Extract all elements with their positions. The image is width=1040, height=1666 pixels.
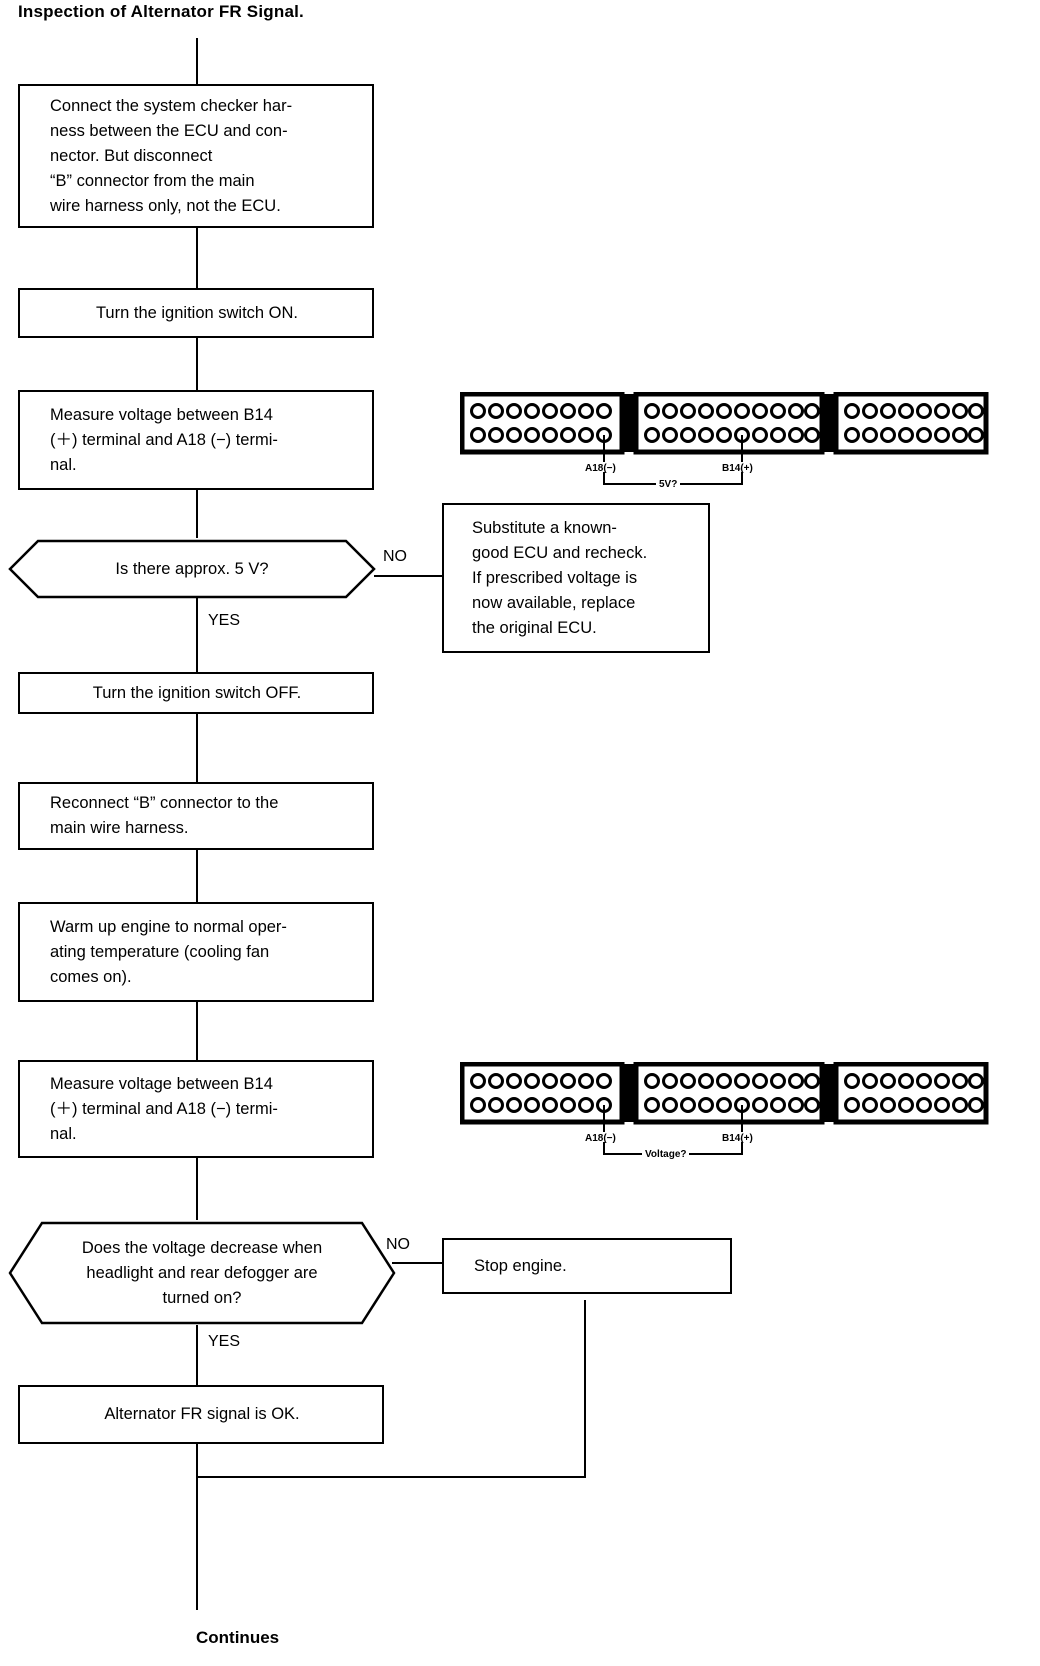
- step-connect-harness-text: Connect the system checker har- ness bet…: [50, 96, 293, 215]
- connector-diagram-2: A18(−) B14(+) Voltage?: [460, 1062, 1020, 1164]
- flow-line-decision1-no: [374, 575, 442, 577]
- connector-2-measurement-label: Voltage?: [642, 1146, 690, 1164]
- flow-line-decision2-to-ok: [196, 1325, 198, 1385]
- step-connect-harness: Connect the system checker har- ness bet…: [18, 84, 374, 228]
- flow-line-step4-to-step5: [196, 714, 198, 782]
- step-ignition-off: Turn the ignition switch OFF.: [18, 672, 374, 714]
- decision-approx-5v: Is there approx. 5 V?: [8, 538, 376, 600]
- continues-label: Continues: [196, 1628, 280, 1647]
- connector-1-label-positive: B14(+): [722, 463, 753, 474]
- flow-line-decision1-to-step4: [196, 598, 198, 672]
- step-ignition-off-text: Turn the ignition switch OFF.: [92, 683, 302, 702]
- branch-label-no-2: NO: [386, 1236, 410, 1253]
- decision-approx-5v-text: Is there approx. 5 V?: [115, 559, 269, 578]
- connector-diagram-1: A18(−) B14(+) 5V?: [460, 392, 1020, 494]
- page-title: Inspection of Alternator FR Signal.: [18, 2, 304, 21]
- decision-approx-5v-shape: [8, 539, 376, 599]
- flow-line-step3-to-decision1: [196, 490, 198, 538]
- decision-voltage-decrease: Does the voltage decrease when headlight…: [8, 1220, 396, 1326]
- flow-line-title-to-step1: [196, 38, 198, 84]
- step-fr-signal-ok: Alternator FR signal is OK.: [18, 1385, 384, 1444]
- branch-label-yes-2: YES: [208, 1333, 241, 1350]
- branch-label-no-1: NO: [383, 548, 407, 565]
- step-measure-voltage-1: Measure voltage between B14 (＋) terminal…: [18, 390, 374, 490]
- step-stop-engine-text: Stop engine.: [474, 1256, 567, 1275]
- connector-2-label-positive: B14(+): [722, 1133, 753, 1144]
- flow-line-stopengine-to-bus: [584, 1300, 586, 1478]
- flow-line-step1-to-step2: [196, 228, 198, 288]
- flow-line-decision2-no: [392, 1262, 442, 1264]
- step-measure-voltage-2: Measure voltage between B14 (＋) terminal…: [18, 1060, 374, 1158]
- branch-label-yes-1: YES: [208, 612, 241, 629]
- step-ignition-on: Turn the ignition switch ON.: [18, 288, 374, 338]
- step-stop-engine: Stop engine.: [442, 1238, 732, 1294]
- step-measure-voltage-1-text: Measure voltage between B14 (＋) terminal…: [50, 405, 278, 474]
- step-fr-signal-ok-text: Alternator FR signal is OK.: [104, 1405, 300, 1423]
- flow-line-ok-to-bus: [196, 1444, 198, 1478]
- step-ignition-on-text: Turn the ignition switch ON.: [95, 303, 299, 322]
- flow-line-bus-to-continues: [196, 1476, 198, 1610]
- flow-line-bottom-bus: [196, 1476, 586, 1478]
- connector-diagram-1-graphic: [460, 392, 989, 485]
- step-warm-up-engine: Warm up engine to normal oper- ating tem…: [18, 902, 374, 1002]
- flow-line-step7-to-decision2: [196, 1158, 198, 1220]
- decision-voltage-decrease-text: Does the voltage decrease when headlight…: [81, 1238, 323, 1307]
- step-substitute-ecu-text: Substitute a known- good ECU and recheck…: [472, 518, 648, 637]
- connector-1-measurement-label: 5V?: [656, 476, 681, 494]
- connector-1-label-negative: A18(−): [585, 463, 616, 474]
- flow-line-step2-to-step3: [196, 338, 198, 390]
- step-reconnect-b-text: Reconnect “B” connector to the main wire…: [50, 794, 279, 837]
- step-substitute-ecu: Substitute a known- good ECU and recheck…: [442, 503, 710, 653]
- step-reconnect-b: Reconnect “B” connector to the main wire…: [18, 782, 374, 850]
- connector-diagram-2-graphic: [460, 1062, 989, 1155]
- connector-2-label-negative: A18(−): [585, 1133, 616, 1144]
- decision-voltage-decrease-shape: [8, 1221, 396, 1325]
- step-measure-voltage-2-text: Measure voltage between B14 (＋) terminal…: [50, 1074, 278, 1143]
- flow-line-step6-to-step7: [196, 1002, 198, 1060]
- flow-line-step5-to-step6: [196, 850, 198, 902]
- step-warm-up-engine-text: Warm up engine to normal oper- ating tem…: [50, 917, 287, 986]
